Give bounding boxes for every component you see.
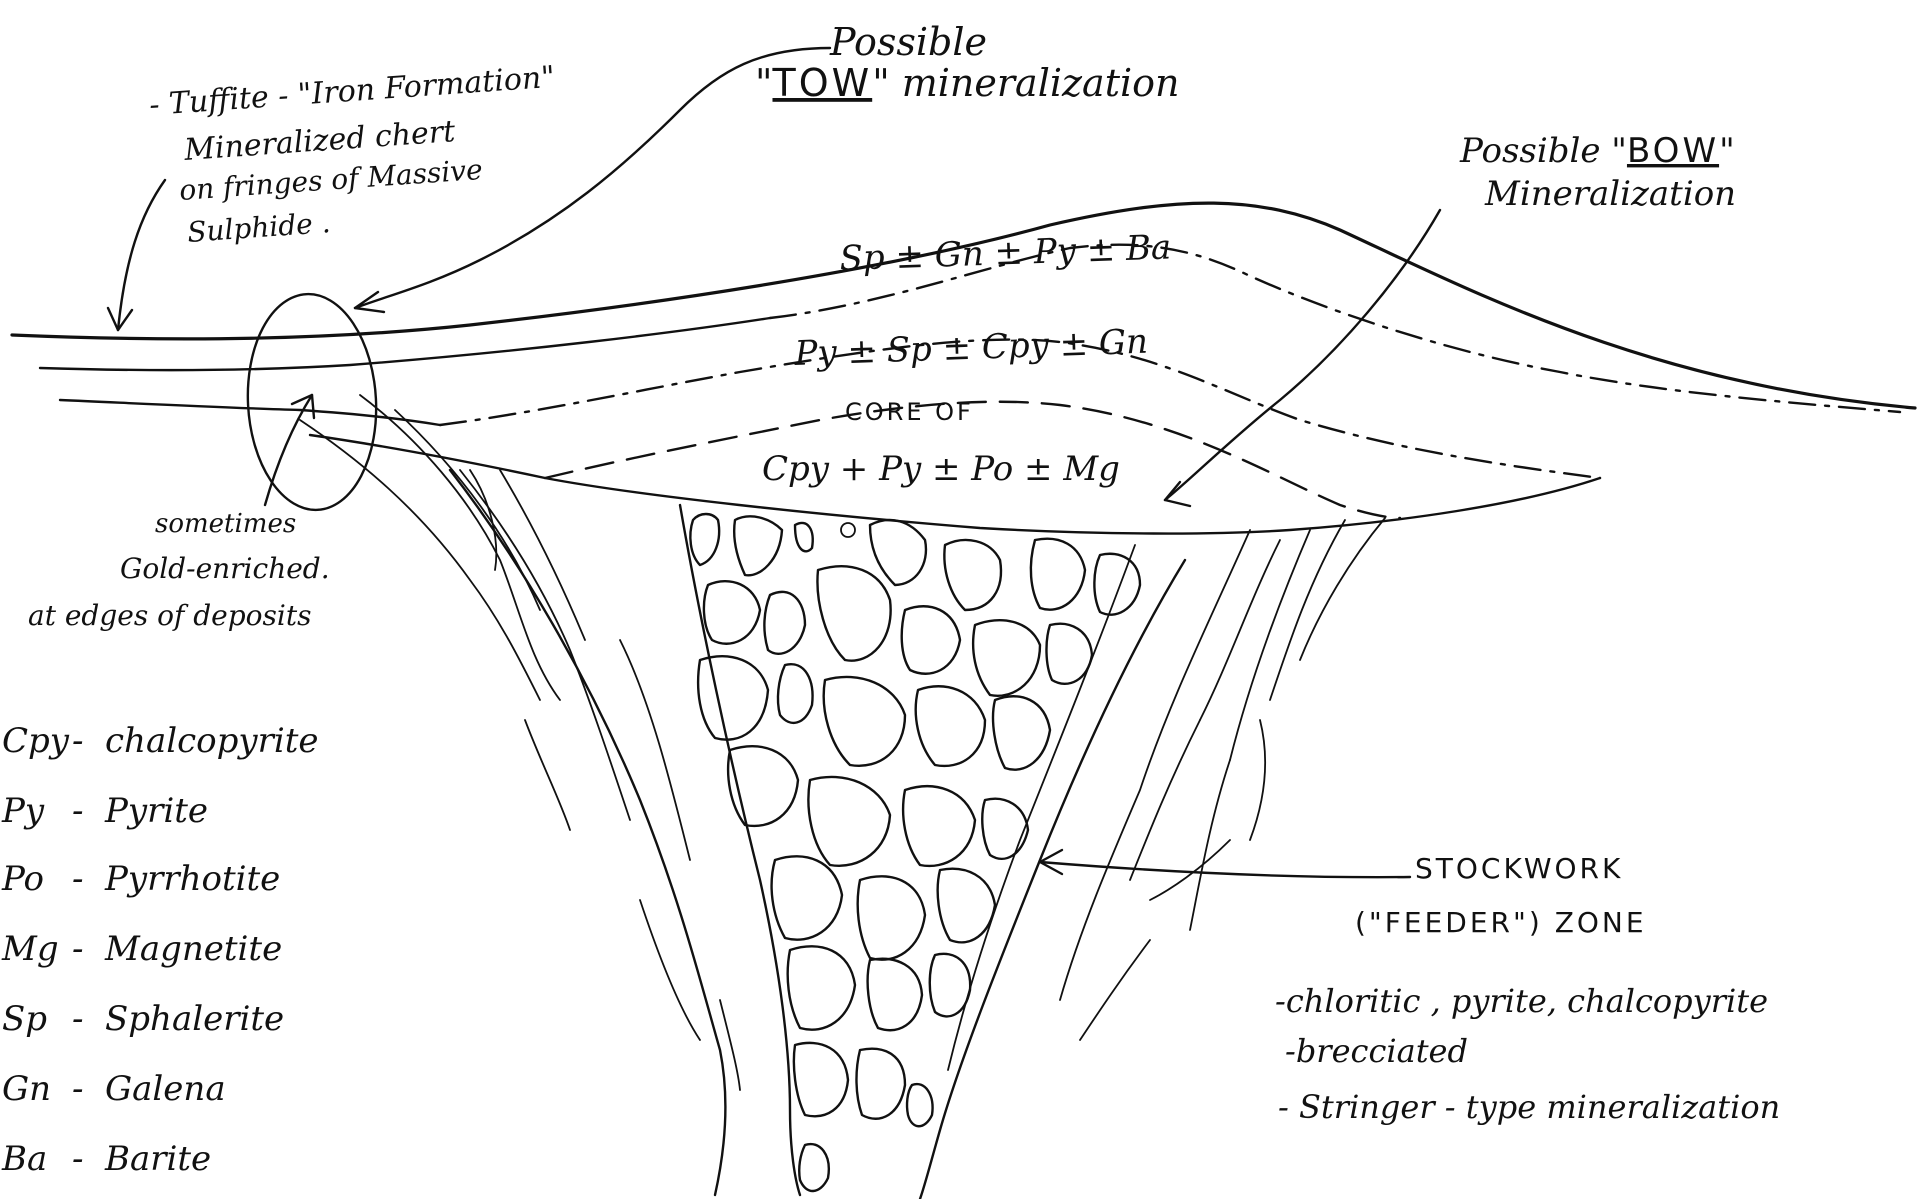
svg-text:-: - — [72, 999, 84, 1039]
mineral-legend: Cpy - chalcopyrite Py - Pyrite Po - Pyrr… — [1, 721, 318, 1179]
legend-row: Sp - Sphalerite — [2, 999, 284, 1039]
tuffite-line1: - Tuffite - "Iron Formation" — [148, 60, 556, 123]
tuffite-arrow — [108, 180, 165, 330]
zone-top-formula: Sp ± Gn ± Py ± Ba — [839, 227, 1172, 279]
pipe-right-outer — [1060, 530, 1250, 1000]
bow-label-suffix: " — [1719, 131, 1735, 171]
tuffite-label: - Tuffite - "Iron Formation" Mineralized… — [148, 60, 556, 249]
legend-row: Mg - Magnetite — [1, 929, 282, 969]
bow-arrow — [1165, 210, 1440, 506]
pipe-left-wall-outer — [450, 470, 725, 1195]
legend-row: Py - Pyrite — [1, 791, 208, 831]
svg-text:Possible "BOW": Possible "BOW" — [1459, 131, 1735, 171]
legend-name: Pyrrhotite — [104, 859, 280, 899]
stockwork-arrow — [1040, 850, 1410, 877]
stockwork-label: STOCKWORK ("FEEDER") ZONE -chloritic , p… — [1275, 852, 1780, 1126]
tow-label: Possible "TOW" mineralization — [755, 20, 1179, 105]
legend-abbr: Cpy — [2, 721, 70, 761]
bow-label-key: BOW — [1627, 131, 1719, 171]
breccia-fragments — [690, 514, 1140, 1191]
svg-text:-: - — [72, 1069, 84, 1109]
legend-abbr: Po — [1, 859, 44, 899]
legend-abbr: Ba — [1, 1139, 47, 1179]
tuffite-line4: Sulphide . — [186, 206, 331, 249]
stockwork-line2: ("FEEDER") ZONE — [1355, 906, 1647, 939]
right-stringer-veins — [1080, 518, 1385, 1040]
tow-label-quote: " — [755, 61, 772, 105]
gold-line1: sometimes — [155, 509, 296, 539]
legend-name: Pyrite — [104, 791, 208, 831]
zone-middle-formula: Py ± Sp ± Cpy ± Gn — [793, 322, 1149, 374]
left-stringer-veins — [300, 395, 740, 1090]
core-formula: Cpy + Py ± Po ± Mg — [762, 449, 1120, 489]
svg-text:"TOW" mineralization: "TOW" mineralization — [755, 61, 1179, 105]
gold-line3: at edges of deposits — [28, 599, 311, 632]
legend-name: Sphalerite — [105, 999, 284, 1039]
bow-label-prefix: Possible " — [1459, 131, 1627, 171]
legend-row: Po - Pyrrhotite — [1, 859, 280, 899]
stockwork-line5: - Stringer - type mineralization — [1278, 1088, 1780, 1126]
legend-abbr: Mg — [1, 929, 59, 969]
svg-text:-: - — [72, 791, 84, 831]
stockwork-line4: -brecciated — [1285, 1032, 1468, 1070]
legend-row: Ba - Barite — [1, 1139, 211, 1179]
stockwork-line1: STOCKWORK — [1415, 852, 1623, 885]
legend-row: Gn - Galena — [2, 1069, 226, 1109]
legend-row: Cpy - chalcopyrite — [2, 721, 318, 761]
legend-name: chalcopyrite — [105, 721, 318, 761]
svg-text:-: - — [72, 929, 84, 969]
legend-abbr: Py — [1, 791, 45, 831]
tow-label-line1: Possible — [829, 20, 987, 64]
bow-label: Possible "BOW" Mineralization — [1459, 131, 1736, 214]
stockwork-line3: -chloritic , pyrite, chalcopyrite — [1275, 982, 1768, 1020]
svg-text:-: - — [72, 859, 84, 899]
pipe-right-wall — [920, 560, 1185, 1199]
legend-name: Magnetite — [104, 929, 282, 969]
gold-label: sometimes Gold-enriched. at edges of dep… — [28, 509, 330, 632]
core-title: CORE OF — [845, 398, 974, 426]
legend-name: Galena — [105, 1069, 226, 1109]
legend-name: Barite — [104, 1139, 211, 1179]
legend-abbr: Sp — [2, 999, 47, 1039]
pipe-left-wall-inner — [680, 505, 800, 1195]
tow-label-rest: " mineralization — [872, 61, 1179, 105]
gold-line2: Gold-enriched. — [120, 552, 330, 585]
tow-label-key: TOW — [771, 61, 872, 105]
legend-abbr: Gn — [2, 1069, 51, 1109]
tuffite-horizon-line — [40, 318, 770, 370]
svg-text:-: - — [72, 1139, 84, 1179]
svg-text:-: - — [72, 721, 84, 761]
bow-label-line2: Mineralization — [1484, 174, 1736, 214]
